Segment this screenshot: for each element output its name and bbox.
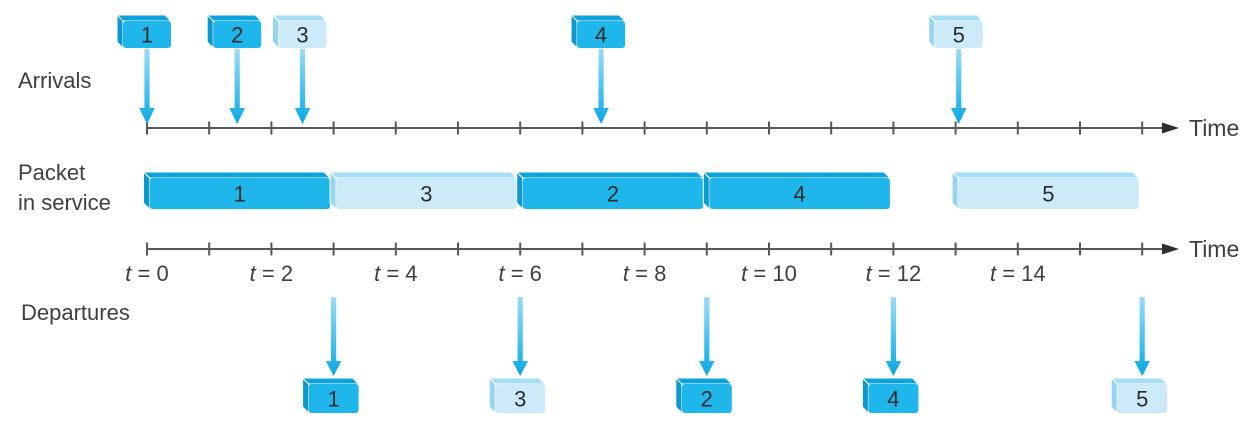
- tick-label: t = 12: [866, 261, 922, 286]
- arrival-packet-block: [577, 21, 626, 48]
- departure-packet-block-side-face: [675, 376, 683, 415]
- departure-packet-block-top-face: [674, 377, 734, 385]
- packet-number: 4: [595, 23, 607, 48]
- service-bar-side-face: [702, 170, 710, 211]
- arrival-packet-block-top-face: [927, 14, 984, 22]
- packet-number: 1: [234, 182, 246, 207]
- packet-number: 1: [327, 387, 339, 412]
- service-bar: [522, 178, 704, 209]
- time-axis-arrowhead: [1162, 122, 1179, 134]
- service-bar-side-face: [329, 170, 337, 211]
- packet-number: 1: [141, 23, 153, 48]
- departure-packet-block-side-face: [1110, 376, 1118, 415]
- arrival-packet-block: [934, 21, 983, 48]
- arrival-arrow: [294, 49, 311, 124]
- service-bar-side-face: [143, 170, 150, 211]
- departure-packet-block: [868, 384, 919, 413]
- time-label: Time: [1189, 236, 1239, 262]
- service-bar: [958, 178, 1139, 209]
- tick-label: t = 6: [498, 261, 541, 286]
- arrival-arrow: [593, 49, 609, 124]
- packet-number: 5: [1042, 182, 1054, 207]
- tick-label: t = 4: [374, 261, 417, 286]
- tick-label: t = 0: [125, 261, 168, 286]
- arrival-packet-block-side-face: [570, 13, 578, 50]
- time-label: Time: [1189, 115, 1239, 141]
- arrivals-label: Arrivals: [18, 68, 92, 93]
- departure-arrow: [325, 297, 342, 376]
- packet-in-service-line1: Packet: [18, 160, 86, 185]
- departure-packet-block: [1117, 384, 1168, 413]
- departure-packet-block-side-face: [488, 376, 496, 415]
- tick-label: t = 14: [990, 261, 1046, 286]
- departure-packet-block-top-face: [1109, 377, 1169, 385]
- departure-packet-block: [308, 384, 359, 413]
- service-bar: [709, 178, 890, 209]
- arrival-packet-block: [123, 21, 171, 48]
- departure-arrow: [699, 297, 715, 376]
- packet-number: 2: [701, 387, 713, 412]
- departure-packet-block-top-face: [487, 377, 547, 385]
- service-bar-top-face: [328, 171, 518, 179]
- tick-label: t = 2: [250, 261, 293, 286]
- time-axis-arrowhead: [1162, 243, 1179, 255]
- arrival-packet-block-side-face: [206, 13, 214, 50]
- departure-packet-block-top-face: [301, 377, 360, 385]
- arrival-packet-block-top-face: [271, 14, 328, 22]
- arrival-packet-block-top-face: [205, 14, 263, 22]
- service-bar-top-face: [702, 171, 892, 179]
- packet-number: 5: [1136, 387, 1148, 412]
- packet-number: 3: [420, 182, 432, 207]
- service-bar-side-face: [516, 170, 524, 211]
- packet-number: 3: [514, 387, 526, 412]
- arrival-packet-block-side-face: [116, 13, 124, 50]
- packet-in-service-line2: in service: [18, 190, 111, 215]
- departure-arrow: [885, 297, 902, 376]
- departure-packet-block-side-face: [302, 376, 310, 415]
- tick-label: t = 10: [741, 261, 797, 286]
- tick-label: t = 8: [623, 261, 666, 286]
- departure-packet-block-top-face: [861, 377, 920, 385]
- departure-arrow: [512, 297, 528, 376]
- packet-number: 3: [296, 23, 308, 48]
- packet-number: 2: [231, 23, 243, 48]
- departure-arrow: [1134, 297, 1150, 376]
- arrival-packet-block-top-face: [569, 14, 627, 22]
- departures-label: Departures: [21, 300, 130, 325]
- arrival-packet-block-side-face: [272, 13, 279, 50]
- arrival-packet-block: [278, 21, 327, 48]
- arrival-arrow: [139, 49, 155, 124]
- packet-in-service-label: Packet in service: [18, 158, 111, 218]
- arrival-packet-block-side-face: [928, 13, 936, 50]
- service-bar: [149, 178, 331, 209]
- service-bar-top-face: [142, 171, 332, 179]
- service-bar: [336, 178, 517, 209]
- departure-packet-block: [495, 384, 546, 413]
- packet-number: 2: [607, 182, 619, 207]
- service-bar-side-face: [951, 170, 959, 211]
- arrival-arrow: [229, 49, 245, 124]
- service-bar-top-face: [515, 171, 705, 179]
- arrival-arrow: [950, 49, 967, 124]
- arrival-packet-block: [213, 21, 262, 48]
- packet-number: 5: [953, 23, 965, 48]
- arrival-packet-block-top-face: [115, 14, 173, 22]
- departure-packet-block: [681, 384, 732, 413]
- departure-packet-block-side-face: [861, 376, 869, 415]
- packet-number: 4: [887, 387, 899, 412]
- packet-number: 4: [793, 182, 805, 207]
- service-bar-top-face: [950, 171, 1140, 179]
